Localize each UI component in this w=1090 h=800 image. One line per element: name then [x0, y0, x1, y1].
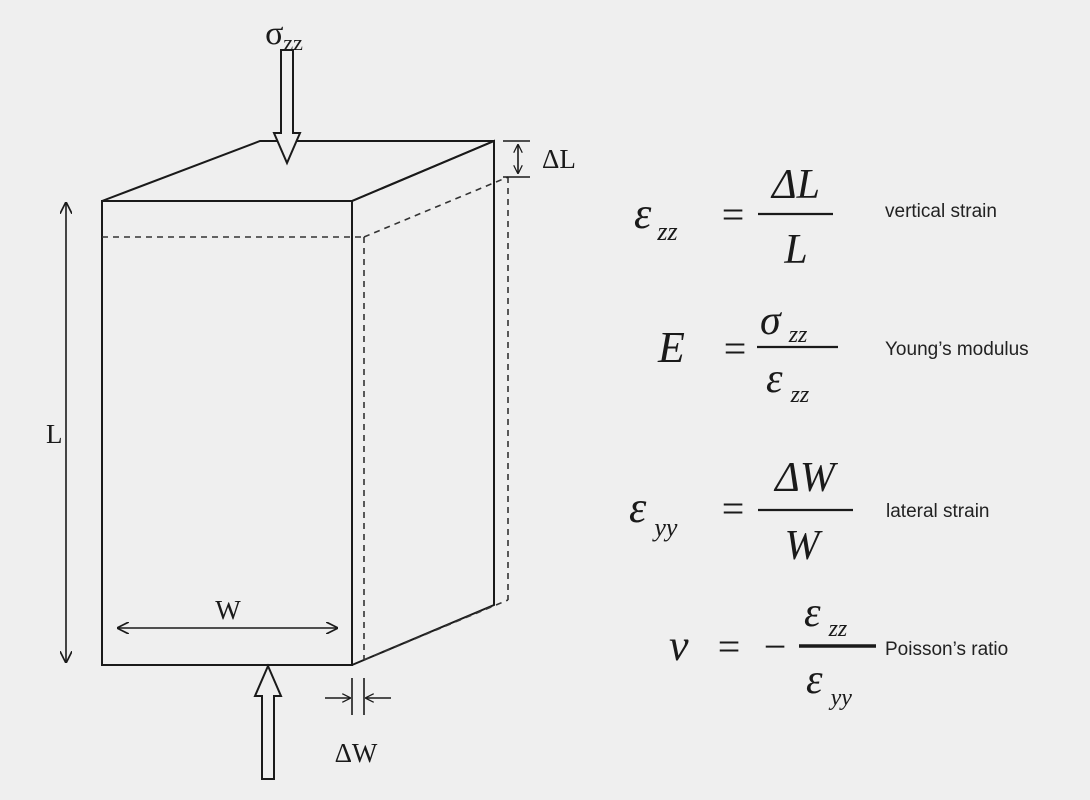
eq3-lhs-subscript: yy	[651, 513, 678, 542]
eq2-denominator-symbol: ε	[766, 356, 783, 402]
eq1-denominator: L	[783, 227, 807, 273]
deformed-top-side-line	[363, 176, 509, 238]
delta-width-dimension	[325, 678, 391, 715]
delta-length-dimension	[503, 140, 530, 178]
eq4-numerator-subscript: zz	[828, 616, 848, 642]
eq4-description: Poisson’s ratio	[885, 639, 1008, 660]
stress-label: σzz	[265, 15, 303, 55]
delta-length-label: ΔL	[542, 144, 576, 174]
eq2-equals: =	[724, 326, 747, 371]
eq4-minus: −	[764, 624, 787, 669]
eq2-denominator-subscript: zz	[790, 382, 810, 408]
prism-block	[101, 139, 495, 666]
eq3-lhs-symbol: ε	[629, 483, 647, 532]
prism-top-face	[101, 140, 495, 202]
eq3-equals: =	[722, 486, 745, 531]
eq3-description: lateral strain	[886, 501, 990, 522]
deformed-bottom-side-line	[363, 599, 509, 661]
delta-width-label: ΔW	[335, 738, 378, 768]
eq3-numerator: ΔW	[773, 455, 839, 501]
length-label: L	[46, 419, 63, 449]
eq2-description: Young’s modulus	[885, 339, 1029, 360]
eq1-equals: =	[722, 192, 745, 237]
prism-front-face	[101, 200, 353, 666]
prism-right-face	[351, 139, 495, 666]
top-load-arrow	[272, 49, 302, 166]
stress-subscript: zz	[283, 30, 303, 55]
eq2-numerator-subscript: zz	[788, 322, 808, 348]
eq2-numerator-symbol: σ	[760, 298, 783, 344]
eq4-numerator-symbol: ε	[804, 590, 821, 636]
eq4-lhs-symbol: ν	[669, 621, 689, 670]
eq1-description: vertical strain	[885, 201, 997, 222]
deformed-outline	[102, 176, 509, 661]
stress-symbol: σ	[265, 15, 283, 52]
eq4-denominator-symbol: ε	[806, 657, 823, 703]
width-label: W	[215, 595, 241, 625]
eq3-denominator: W	[785, 523, 824, 569]
eq2-lhs-symbol: E	[657, 323, 685, 372]
eq4-equals: =	[718, 624, 741, 669]
eq1-lhs-subscript: zz	[656, 217, 677, 246]
bottom-load-arrow	[253, 663, 283, 780]
eq4-denominator-subscript: yy	[829, 685, 853, 711]
eq1-lhs-symbol: ε	[634, 189, 652, 238]
eq1-numerator: ΔL	[770, 162, 820, 208]
